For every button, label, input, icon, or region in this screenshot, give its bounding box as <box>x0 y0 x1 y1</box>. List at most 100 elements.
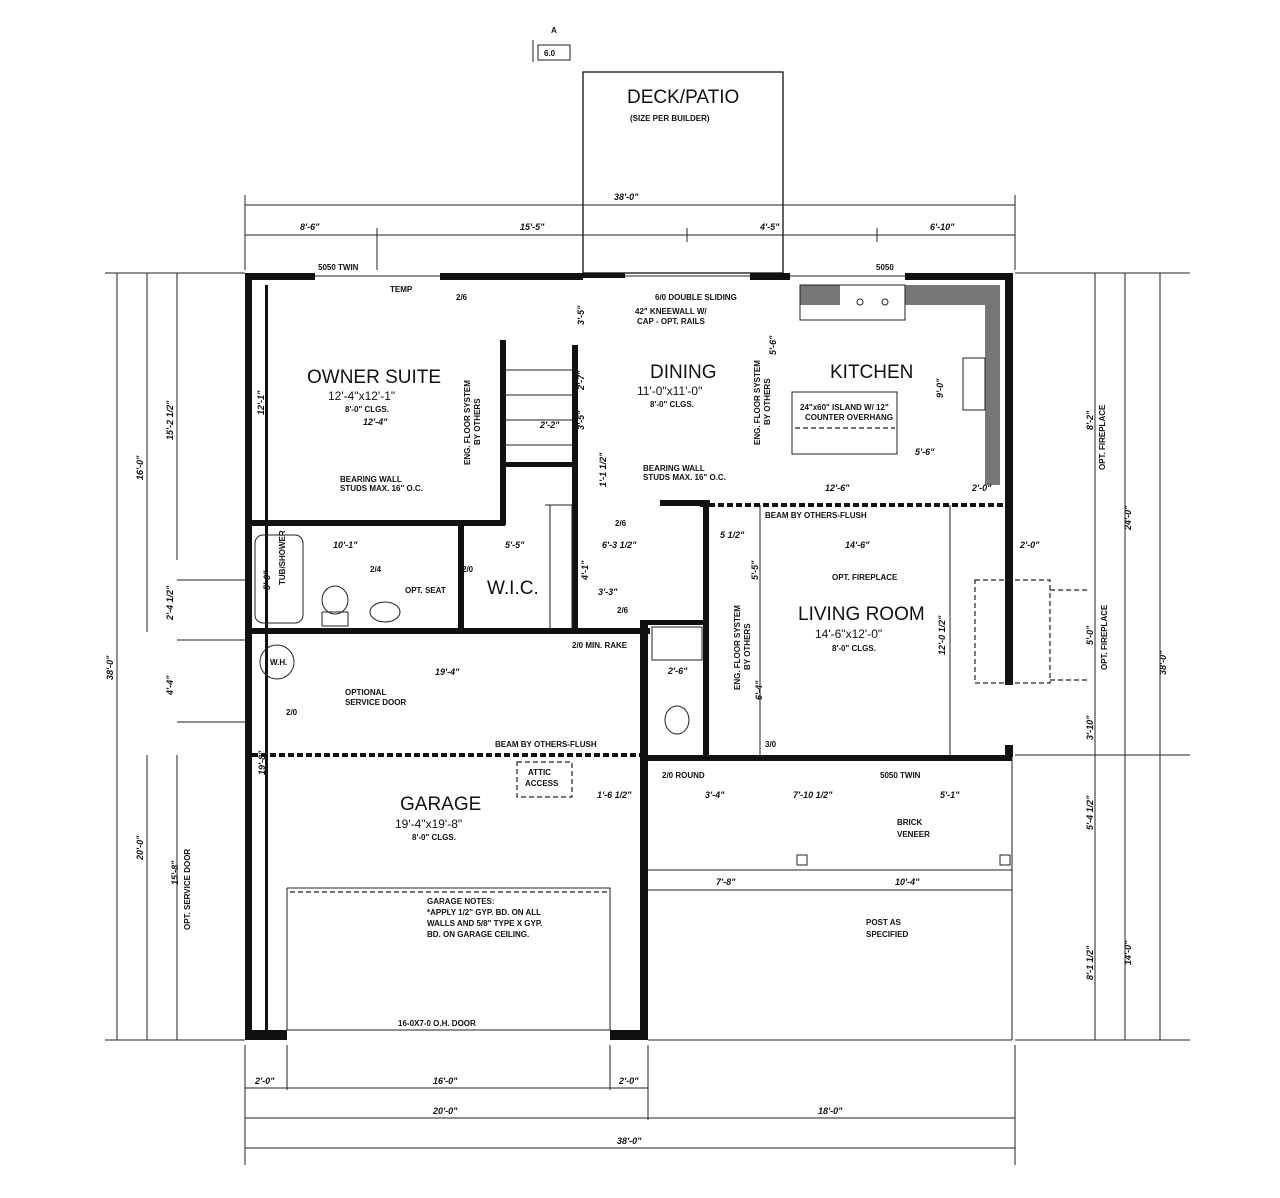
note: OPT. FIREPLACE <box>832 573 898 582</box>
dim-interior: 3'-3" <box>598 587 618 597</box>
room-living: LIVING ROOM 14'-6"x12'-0" 8'-0" CLGS. <box>798 604 925 653</box>
optional-fireplace <box>974 579 1090 684</box>
note: BEAM BY OTHERS-FLUSH <box>495 740 597 749</box>
note: SPECIFIED <box>866 930 908 939</box>
note: ENG. FLOOR SYSTEM <box>753 360 762 445</box>
marker-letter: A <box>551 26 557 35</box>
note: 5050 <box>876 263 894 272</box>
dim-interior: 2'-2" <box>539 420 560 430</box>
door-size: 2/0 <box>286 708 298 717</box>
room-size: 12'-4"x12'-1" <box>328 389 395 403</box>
left-dimensions: 16'-0" 15'-2 1/2" 38'-0" 2'-4 1/2" 4'-4"… <box>105 400 180 885</box>
note: OPTIONAL <box>345 688 386 697</box>
dim-left: 20'-0" <box>135 835 145 861</box>
porch <box>648 757 1013 1041</box>
dim-interior: 7'-10 1/2" <box>793 790 833 800</box>
dim-bottom: 2'-0" <box>254 1076 275 1086</box>
room-owner-suite: OWNER SUITE 12'-4"x12'-1" 8'-0" CLGS. <box>307 367 441 414</box>
note: BD. ON GARAGE CEILING. <box>427 930 529 939</box>
dim-interior: 5'-6" <box>768 335 778 355</box>
dim-left: 4'-4" <box>165 675 175 696</box>
exterior-walls <box>245 273 1013 1040</box>
deck-patio: DECK/PATIO (SIZE PER BUILDER) <box>582 71 784 274</box>
water-heater-label: W.H. <box>270 658 287 667</box>
note: BY OTHERS <box>743 623 752 670</box>
dim-interior: 10'-4" <box>895 877 920 887</box>
note: 5050 TWIN <box>318 263 359 272</box>
note: WALLS AND 5/8" TYPE X GYP. <box>427 919 542 928</box>
room-size: 14'-6"x12'-0" <box>815 627 882 641</box>
dimension-lines <box>105 272 1190 1165</box>
note: 5050 TWIN <box>880 771 921 780</box>
dim-right: 24'-0" <box>1123 505 1133 531</box>
note: 2/0 ROUND <box>662 771 705 780</box>
room-ceiling: 8'-0" CLGS. <box>412 833 456 842</box>
note: BRICK <box>897 818 923 827</box>
note: ACCESS <box>525 779 559 788</box>
dim-left: 15'-8" <box>170 860 180 885</box>
dim-interior: 5'-6" <box>915 447 935 457</box>
note: *APPLY 1/2" GYP. BD. ON ALL <box>427 908 541 917</box>
dim-interior: 2'-7" <box>576 370 586 391</box>
note: BEARING WALL <box>643 464 705 473</box>
dim-interior: 12'-6" <box>825 483 850 493</box>
marker-sheet: 6.0 <box>544 49 556 58</box>
dim-left: 15'-2 1/2" <box>165 400 175 440</box>
note: STUDS MAX. 16" O.C. <box>340 484 423 493</box>
dim-interior: 3'-5" <box>576 410 586 430</box>
door-size: 2/0 <box>462 565 474 574</box>
note: BY OTHERS <box>763 378 772 425</box>
dim-interior: 2'-0" <box>971 483 992 493</box>
room-wic: W.I.C. <box>487 578 539 599</box>
note: STUDS MAX. 16" O.C. <box>643 473 726 482</box>
note: BEARING WALL <box>340 475 402 484</box>
dim-bottom: 2'-0" <box>618 1076 639 1086</box>
dim-interior: 4'-1" <box>580 560 590 581</box>
dim-bottom: 16'-0" <box>433 1076 458 1086</box>
note: SERVICE DOOR <box>345 698 406 707</box>
interior-walls <box>252 284 1005 757</box>
dim-interior: 1'-6 1/2" <box>597 790 632 800</box>
note: OPT. FIREPLACE <box>1098 404 1107 470</box>
door-size: 2/6 <box>456 293 468 302</box>
note: GARAGE NOTES: <box>427 897 495 906</box>
right-dimensions: 8'-2" 24'-0" 38'-0" 5'-0" 3'-10" 5'-4 1/… <box>1085 410 1168 980</box>
top-dimensions: 38'-0" 8'-6" 15'-5" 4'-5" 6'-10" <box>244 192 1016 270</box>
interior-dimensions: 12'-1" 12'-4" 3'-5" 2'-2" 2'-7" 1'-1 1/2… <box>256 305 1040 887</box>
dim-interior: 19'-4" <box>435 667 460 677</box>
note: OPT. SERVICE DOOR <box>183 849 192 930</box>
dim-interior: 14'-6" <box>845 540 870 550</box>
dim-interior: 2'-6" <box>667 666 688 676</box>
room-name: OWNER SUITE <box>307 367 441 388</box>
plan-notes: 5050 TWIN 5050 5050 TWIN TEMP 6/0 DOUBLE… <box>183 263 1109 1028</box>
note: ATTIC <box>528 768 551 777</box>
dim-interior: 6'-4" <box>754 680 764 700</box>
note: 2/0 MIN. RAKE <box>572 641 628 650</box>
note: TUB/SHOWER <box>278 530 287 585</box>
room-garage: GARAGE 19'-4"x19'-8" 8'-0" CLGS. <box>395 794 481 842</box>
dim-interior: 1'-1 1/2" <box>598 452 608 487</box>
dim-bottom: 20'-0" <box>432 1106 458 1116</box>
dim-interior: 5 1/2" <box>720 530 745 540</box>
room-name: KITCHEN <box>830 362 913 383</box>
room-name: GARAGE <box>400 794 481 815</box>
door-size: 2/6 <box>615 519 627 528</box>
deck-note: (SIZE PER BUILDER) <box>630 114 710 123</box>
garage-door <box>286 887 611 1031</box>
dim-interior: 5'-0" <box>262 570 272 590</box>
room-ceiling: 8'-0" CLGS. <box>650 400 694 409</box>
room-dining: DINING 11'-0"x11'-0" 8'-0" CLGS. <box>637 362 717 409</box>
dim-top: 8'-6" <box>300 222 320 232</box>
dim-interior: 12'-1" <box>256 390 266 415</box>
note: BY OTHERS <box>473 398 482 445</box>
dim-interior: 3'-5" <box>576 305 586 325</box>
dim-right: 5'-0" <box>1085 625 1095 645</box>
post <box>999 854 1011 866</box>
note: 42" KNEEWALL W/ <box>635 307 707 316</box>
note: VENEER <box>897 830 930 839</box>
dim-right: 8'-2" <box>1085 410 1095 430</box>
bottom-dimensions: 2'-0" 16'-0" 2'-0" 20'-0" 18'-0" 38'-0" <box>254 1076 843 1146</box>
note: ENG. FLOOR SYSTEM <box>733 605 742 690</box>
dim-bottom: 18'-0" <box>818 1106 843 1116</box>
